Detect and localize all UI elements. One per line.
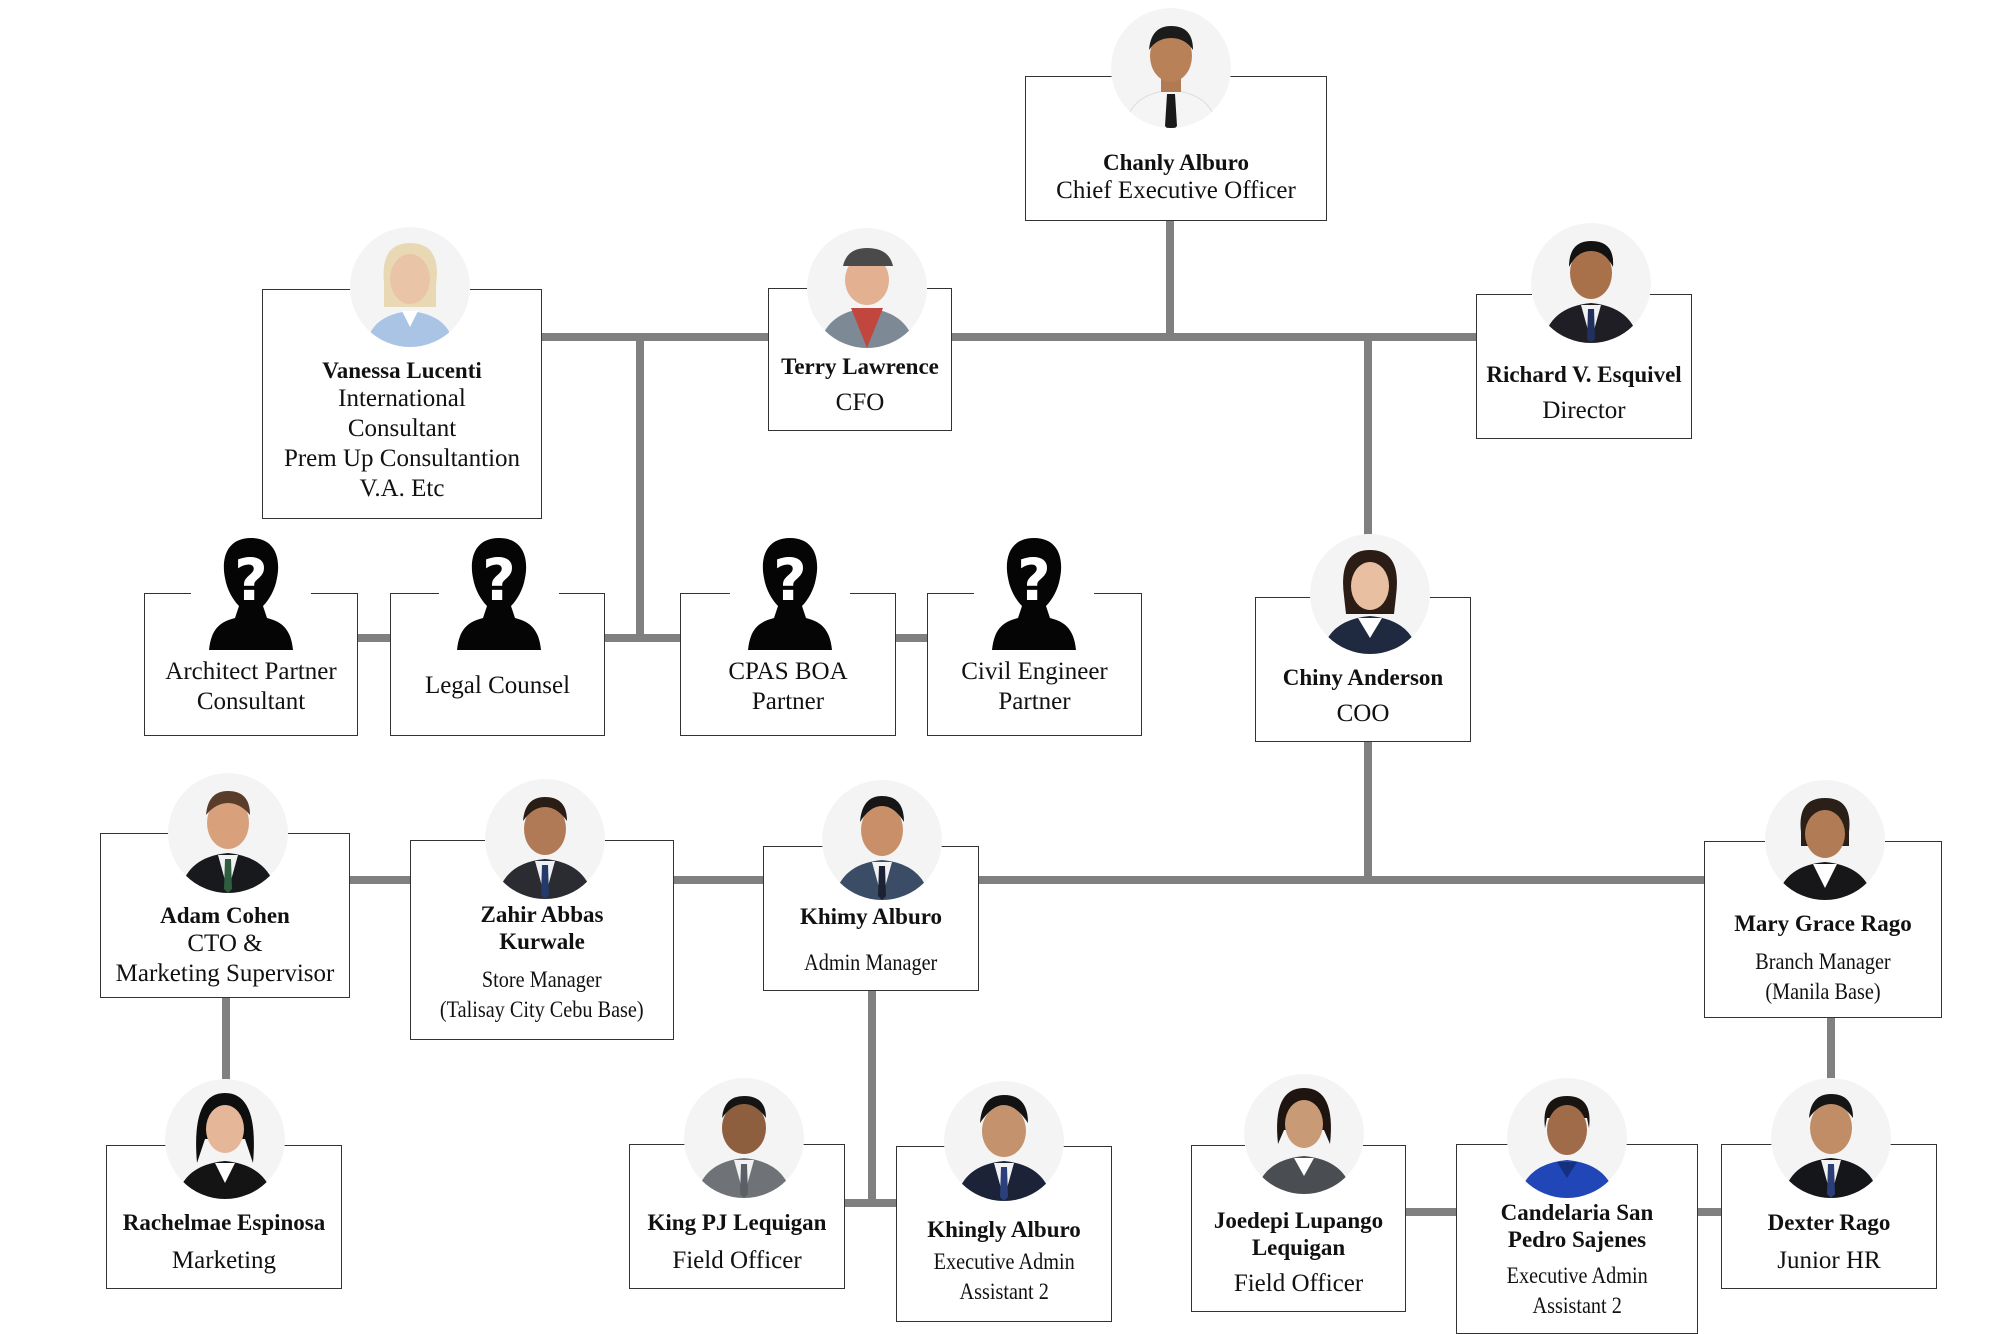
man-portrait-icon [1771,1078,1891,1198]
woman-portrait-icon [1507,1078,1627,1198]
person-role: Civil Engineer Partner [961,658,1108,715]
woman-portrait-icon [165,1079,285,1199]
person-name: Candelaria San Pedro Sajenes [1500,1200,1654,1252]
person-name: Chiny Anderson [1282,665,1444,690]
woman-portrait-icon [350,227,470,347]
person-name: Khimy Alburo [799,904,943,929]
person-name: Adam Cohen [160,903,290,928]
person-role: COO [1336,700,1390,727]
person-role: Executive Admin Assistant 2 [933,1249,1075,1304]
unknown-person-icon: ? [730,530,850,650]
person-role: CPAS BOA Partner [728,658,848,715]
unknown-person-icon: ? [191,530,311,650]
person-role: Architect Partner Consultant [165,658,337,715]
person-name: Rachelmae Espinosa [122,1210,326,1235]
woman-portrait-icon [1310,534,1430,654]
person-name: Dexter Rago [1767,1210,1891,1235]
person-role: Field Officer [672,1247,802,1274]
person-role: Junior HR [1777,1247,1881,1274]
person-role: Director [1542,397,1626,424]
person-role: Store Manager (Talisay City Cebu Base) [440,967,644,1022]
person-role: Executive Admin Assistant 2 [1506,1263,1648,1318]
man-portrait-icon [1531,223,1651,343]
person-name: Mary Grace Rago [1734,911,1912,936]
person-role: Chief Executive Officer [1056,177,1296,204]
person-role: CFO [835,389,885,416]
person-role: International Consultant Prem Up Consult… [283,385,521,502]
person-name: Vanessa Lucenti [322,358,482,383]
unknown-person-icon: ? [974,530,1094,650]
man-portrait-icon [168,773,288,893]
person-name: Zahir Abbas Kurwale [480,902,604,954]
person-name: Chanly Alburo [1103,150,1249,175]
man-portrait-icon [944,1081,1064,1201]
person-role: Branch Manager (Manila Base) [1755,949,1891,1004]
woman-portrait-icon [1244,1074,1364,1194]
man-portrait-icon [485,779,605,899]
man-portrait-icon [807,228,927,348]
woman-portrait-icon [1765,780,1885,900]
person-name: Joedepi Lupango Lequigan [1213,1208,1384,1260]
svg-text:?: ? [482,546,516,614]
man-portrait-icon [684,1078,804,1198]
svg-text:?: ? [234,546,268,614]
person-name: Terry Lawrence [781,354,939,379]
person-role: CTO & Marketing Supervisor [115,930,335,987]
person-name: Khingly Alburo [927,1217,1081,1242]
dexter-card: Dexter Rago Junior HR [1721,1144,1937,1289]
person-role: Marketing [171,1247,277,1274]
person-role: Admin Manager [804,950,938,975]
person-name: King PJ Lequigan [647,1210,827,1235]
unknown-person-icon: ? [439,530,559,650]
person-role: Field Officer [1233,1270,1364,1297]
person-name: Richard V. Esquivel [1486,362,1682,387]
civil-card: Civil Engineer Partner [927,593,1142,736]
person-role: Legal Counsel [424,672,571,699]
chiny-card: Chiny Anderson COO [1255,597,1471,742]
man-portrait-icon [1111,8,1231,128]
svg-text:?: ? [773,546,807,614]
adam-card: Adam Cohen CTO & Marketing Supervisor [100,833,350,998]
vanessa-card: Vanessa Lucenti International Consultant… [262,289,542,519]
man-portrait-icon [822,780,942,900]
svg-text:?: ? [1017,546,1051,614]
